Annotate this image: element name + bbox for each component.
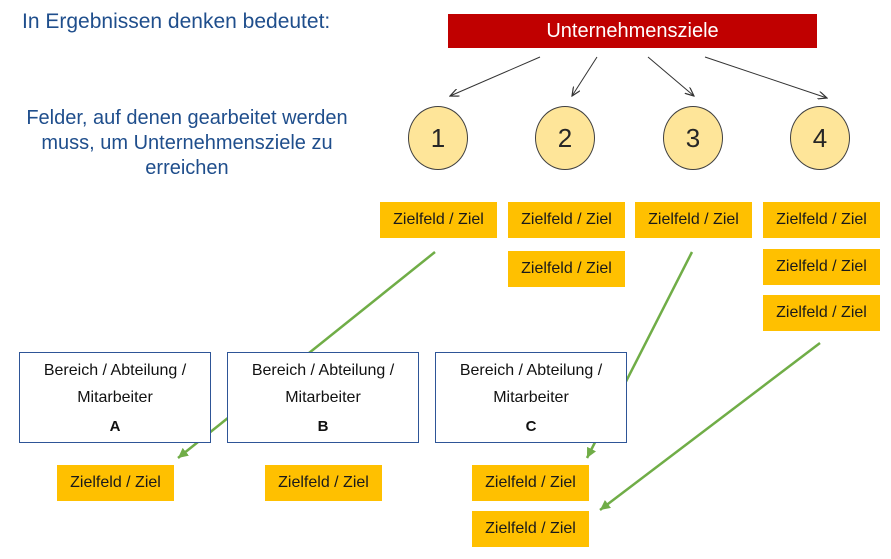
cascade-arrow-4-to-c [599, 342, 821, 511]
unit-label: Mitarbeiter [493, 389, 569, 406]
goal-tag-field-4: Zielfeld / Ziel [763, 295, 880, 331]
company-goals-box: Unternehmensziele [448, 14, 817, 48]
unit-box-c: Bereich / Abteilung / Mitarbeiter C [435, 352, 627, 443]
unit-box-b: Bereich / Abteilung / Mitarbeiter B [227, 352, 419, 443]
field-circle-2: 2 [535, 106, 595, 170]
unit-label: Bereich / Abteilung / [459, 362, 603, 379]
goal-tag-unit-a: Zielfeld / Ziel [57, 465, 174, 501]
goal-tag-unit-b: Zielfeld / Ziel [265, 465, 382, 501]
goal-tag-field-4: Zielfeld / Ziel [763, 202, 880, 238]
unit-box-a: Bereich / Abteilung / Mitarbeiter A [19, 352, 211, 443]
goal-tag-field-1: Zielfeld / Ziel [380, 202, 497, 238]
field-circle-1: 1 [408, 106, 468, 170]
unit-label: Mitarbeiter [285, 389, 361, 406]
unit-id: C [525, 418, 537, 435]
goal-tag-field-2: Zielfeld / Ziel [508, 202, 625, 238]
arrow-to-field-4 [704, 56, 827, 98]
field-circle-4: 4 [790, 106, 850, 170]
arrow-to-field-1 [450, 56, 541, 96]
goal-tag-unit-c: Zielfeld / Ziel [472, 511, 589, 547]
page-heading: In Ergebnissen denken bedeutet: [22, 10, 331, 33]
arrow-to-field-2 [572, 56, 598, 96]
goal-tag-field-3: Zielfeld / Ziel [635, 202, 752, 238]
fields-description: Felder, auf denen gearbeitet werden muss… [26, 107, 348, 179]
unit-id: B [317, 418, 329, 435]
unit-id: A [109, 418, 121, 435]
goal-tag-unit-c: Zielfeld / Ziel [472, 465, 589, 501]
goal-tag-field-4: Zielfeld / Ziel [763, 249, 880, 285]
unit-label: Mitarbeiter [77, 389, 153, 406]
goal-tag-field-2: Zielfeld / Ziel [508, 251, 625, 287]
arrow-to-field-3 [647, 56, 694, 96]
unit-label: Bereich / Abteilung / [251, 362, 395, 379]
field-circle-3: 3 [663, 106, 723, 170]
unit-label: Bereich / Abteilung / [43, 362, 187, 379]
